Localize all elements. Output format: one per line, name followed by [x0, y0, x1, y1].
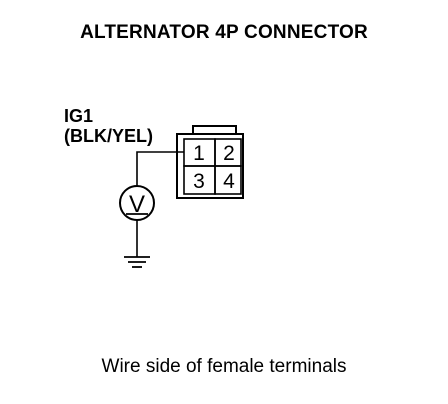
terminal-number-4: 4 — [223, 170, 235, 193]
terminal-number-3: 3 — [193, 170, 205, 193]
connector-lock-tab — [192, 125, 237, 134]
terminal-number-1: 1 — [193, 142, 205, 165]
voltmeter-icon: V — [119, 185, 155, 221]
diagram-title: ALTERNATOR 4P CONNECTOR — [80, 22, 368, 43]
terminal-cell-4 — [214, 165, 242, 195]
wire-color-label: (BLK/YEL) — [64, 126, 153, 146]
probe-wire — [136, 151, 184, 186]
connector-housing: 1 2 3 4 — [176, 125, 244, 199]
terminal-number-2: 2 — [223, 142, 235, 165]
voltmeter-symbol: V — [129, 191, 145, 218]
ground-icon — [124, 256, 150, 268]
diagram-caption: Wire side of female terminals — [101, 356, 347, 377]
signal-name-label: IG1 — [64, 106, 94, 126]
